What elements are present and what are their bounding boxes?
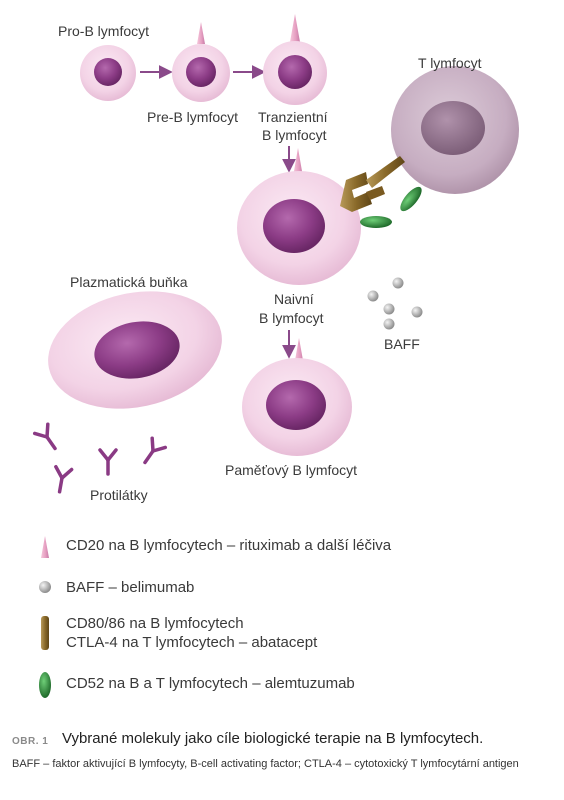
naive-b-cell — [237, 148, 361, 285]
legend-text-ctla4: CTLA-4 na T lymfocytech – abatacept — [66, 634, 318, 651]
legend-item-cd20: CD20 na B lymfocytech – rituximab a dalš… — [0, 532, 564, 562]
t-lymfocyt-label: T lymfocyt — [418, 55, 482, 71]
antibodies — [32, 422, 168, 494]
figure-note: BAFF – faktor aktivující B lymfocyty, B-… — [12, 758, 519, 770]
baff-sphere-icon — [411, 306, 423, 318]
protilatky-label: Protilátky — [90, 487, 148, 503]
naivni-label-1: Naivní — [274, 291, 314, 307]
cd20-spike-icon — [290, 14, 300, 42]
antibody-icon — [54, 465, 74, 494]
baff-sphere-icon — [39, 581, 51, 593]
cd80-rod-icon — [41, 616, 49, 650]
tranzientni-label-2: B lymfocyt — [262, 127, 327, 143]
naivni-label-2: B lymfocyt — [259, 310, 324, 326]
baff-sphere-icon — [383, 318, 395, 330]
legend-text-cd52: CD52 na B a T lymfocytech – alemtuzumab — [66, 675, 355, 692]
plasma-cell — [48, 291, 222, 409]
legend-item-baff: BAFF – belimumab — [0, 574, 564, 604]
figure-title: Vybrané molekuly jako cíle biologické te… — [62, 730, 484, 747]
cd20-spike-icon — [293, 148, 303, 177]
legend-text-baff: BAFF – belimumab — [66, 579, 195, 596]
legend-item-cd80: CD80/86 na B lymfocytech CTLA-4 na T lym… — [0, 610, 564, 658]
baff-sphere-icon — [367, 290, 379, 302]
cd20-spike-icon — [41, 536, 49, 558]
legend-item-cd52: CD52 na B a T lymfocytech – alemtuzumab — [0, 670, 564, 700]
t-cell — [391, 66, 519, 194]
cd52-ellipse-icon — [400, 186, 422, 212]
cd52-ellipse-icon — [39, 672, 51, 698]
baff-sphere-icon — [383, 303, 395, 315]
antibody-icon — [32, 422, 57, 451]
cd80-ctla4-abatacept — [340, 156, 405, 212]
legend-text-cd80: CD80/86 na B lymfocytech — [66, 615, 244, 632]
baff-sphere-icon — [392, 277, 404, 289]
baff-label: BAFF — [384, 336, 420, 352]
baff-spheres — [367, 277, 423, 330]
pre-b-label: Pre-B lymfocyt — [147, 109, 238, 125]
transitional-b-cell — [263, 14, 327, 105]
plazmaticka-label: Plazmatická buňka — [70, 274, 188, 290]
tranzientni-label-1: Tranzientní — [258, 109, 328, 125]
b-cell-therapy-diagram: Pro-B lymfocyt Pre-B lymfocyt Tranzientn… — [32, 14, 519, 503]
pre-b-cell — [172, 22, 230, 102]
cd20-spike-icon — [197, 22, 205, 44]
pro-b-cell — [80, 45, 136, 101]
cd52-ellipse-icon — [360, 216, 392, 228]
antibody-icon — [143, 436, 168, 465]
pro-b-label: Pro-B lymfocyt — [58, 23, 149, 39]
pametovy-label: Paměťový B lymfocyt — [225, 462, 357, 478]
figure-number: OBR. 1 — [12, 736, 49, 747]
memory-b-cell — [242, 338, 352, 456]
antibody-icon — [98, 448, 118, 476]
legend-text-cd20: CD20 na B lymfocytech – rituximab a dalš… — [66, 537, 392, 554]
